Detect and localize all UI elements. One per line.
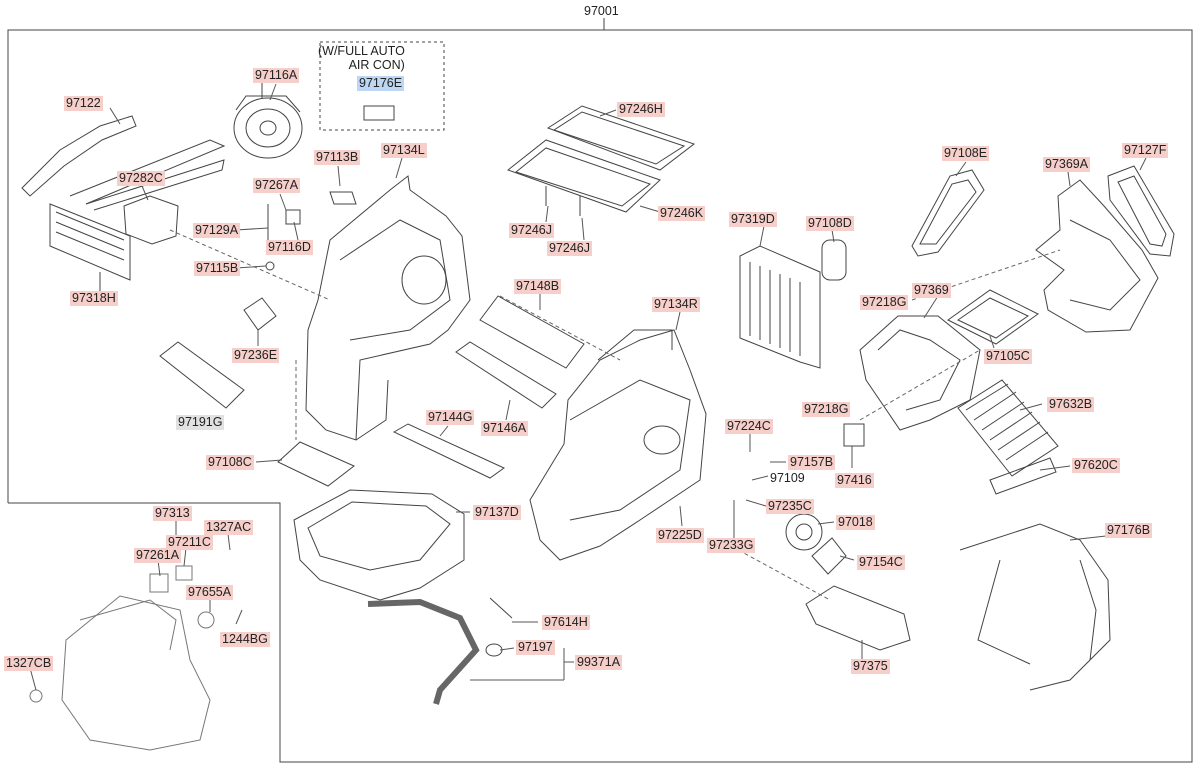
part-label-97246J-a[interactable]: 97246J [509, 223, 555, 238]
wiring-harness-drawing [959, 523, 1111, 691]
grommet-drawing [485, 643, 503, 657]
part-label-97154C[interactable]: 97154C [857, 555, 905, 570]
part-label-97018[interactable]: 97018 [836, 515, 875, 530]
part-label-97416[interactable]: 97416 [835, 473, 874, 488]
part-label-97246K[interactable]: 97246K [658, 206, 706, 221]
actuator-drawing [265, 204, 301, 271]
part-label-97632B[interactable]: 97632B [1047, 397, 1095, 412]
part-label-97191G[interactable]: 97191G [176, 415, 225, 430]
upper-case-drawing [1035, 179, 1159, 333]
seal-drawing [821, 239, 847, 281]
blower-motor-drawing [233, 80, 303, 159]
part-label-97148B[interactable]: 97148B [514, 279, 562, 294]
gasket-drawing [123, 195, 179, 245]
motor-154c-drawing [811, 537, 847, 575]
part-label-1327AC[interactable]: 1327AC [204, 520, 254, 535]
part-label-97218G-a[interactable]: 97218G [860, 295, 909, 310]
part-label-97369[interactable]: 97369 [912, 283, 951, 298]
part-label-97225D[interactable]: 97225D [656, 528, 704, 543]
plate-144g-drawing [392, 423, 505, 479]
part-label-97108D[interactable]: 97108D [806, 216, 854, 231]
option-box [319, 41, 445, 131]
part-label-97137D[interactable]: 97137D [473, 505, 521, 520]
evaporator-drawing [739, 245, 821, 369]
part-label-97109[interactable]: 97109 [770, 471, 805, 485]
ring-seal-drawing [911, 169, 985, 257]
part-label-97134R[interactable]: 97134R [652, 297, 700, 312]
part-label-97116A[interactable]: 97116A [253, 68, 300, 83]
clip-drawing [329, 191, 357, 205]
part-label-97113B[interactable]: 97113B [314, 150, 361, 165]
part-label-97318H[interactable]: 97318H [70, 291, 118, 306]
part-label-97115B[interactable]: 97115B [194, 261, 241, 276]
part-label-97282C[interactable]: 97282C [117, 171, 165, 186]
filter-frame-drawing [506, 105, 696, 216]
part-label-97319D[interactable]: 97319D [729, 212, 777, 227]
part-label-97127F[interactable]: 97127F [1122, 143, 1169, 158]
part-label-97267A[interactable]: 97267A [253, 178, 301, 193]
pcb-drawing [159, 341, 245, 409]
part-label-99371A[interactable]: 99371A [575, 655, 623, 670]
part-label-97144G[interactable]: 97144G [426, 410, 475, 425]
part-label-97375[interactable]: 97375 [851, 659, 890, 674]
part-label-97620C[interactable]: 97620C [1072, 458, 1120, 473]
assembly-frame [7, 29, 1193, 763]
sensor-drawing [489, 597, 513, 619]
part-label-97261A[interactable]: 97261A [134, 548, 182, 563]
plate-148b-drawing [479, 295, 585, 369]
part-label-97146A[interactable]: 97146A [481, 421, 529, 436]
part-label-97108E[interactable]: 97108E [942, 146, 990, 161]
part-label-97134L[interactable]: 97134L [381, 143, 427, 158]
part-label-97313[interactable]: 97313 [153, 506, 192, 521]
part-label-97236E[interactable]: 97236E [232, 348, 280, 363]
drain-hose-drawing [367, 598, 480, 705]
part-label-97197[interactable]: 97197 [516, 640, 555, 655]
lower-case-drawing [293, 489, 465, 601]
part-label-97176B[interactable]: 97176B [1105, 523, 1153, 538]
bracket-drawing [21, 115, 137, 197]
sub-assembly-drawing [29, 565, 215, 751]
sensor-176e-drawing [363, 105, 395, 121]
plate-146a-drawing [455, 341, 557, 409]
seal-108c-drawing [277, 441, 355, 487]
part-label-97655A[interactable]: 97655A [186, 585, 234, 600]
part-label-97246H[interactable]: 97246H [617, 102, 665, 117]
part-label-97129A[interactable]: 97129A [193, 223, 241, 238]
part-label-97224C[interactable]: 97224C [725, 419, 773, 434]
fan-drawing [785, 513, 823, 551]
part-label-97122[interactable]: 97122 [64, 96, 103, 111]
part-label-1244BG[interactable]: 1244BG [220, 632, 270, 647]
left-case-drawing [305, 175, 471, 441]
part-label-97246J-b[interactable]: 97246J [547, 241, 593, 256]
part-label-97105C[interactable]: 97105C [984, 349, 1032, 364]
cabin-filter-drawing [957, 379, 1059, 495]
seal-f-drawing [1107, 165, 1175, 257]
mode-actuator-drawing [843, 423, 865, 447]
actuator-236e-drawing [243, 297, 277, 331]
right-case-drawing [529, 329, 707, 561]
part-label-97369A[interactable]: 97369A [1043, 157, 1091, 172]
part-label-97614H[interactable]: 97614H [542, 615, 590, 630]
part-label-97001[interactable]: 97001 [584, 4, 619, 18]
part-label-97157B[interactable]: 97157B [788, 455, 836, 470]
part-label-97233G[interactable]: 97233G [707, 538, 756, 553]
part-label-1327CB[interactable]: 1327CB [4, 656, 54, 671]
part-label-97116D[interactable]: 97116D [266, 240, 313, 255]
part-label-97235C[interactable]: 97235C [766, 499, 814, 514]
part-label-97108C[interactable]: 97108C [206, 455, 254, 470]
part-label-97211C[interactable]: 97211C [166, 535, 213, 550]
duct-drawing [805, 585, 911, 651]
option-note: (W/FULL AUTO AIR CON) [318, 44, 405, 72]
part-label-97218G-b[interactable]: 97218G [802, 402, 851, 417]
grid-filter-drawing [947, 289, 1039, 345]
part-label-97176E[interactable]: 97176E [357, 76, 405, 91]
